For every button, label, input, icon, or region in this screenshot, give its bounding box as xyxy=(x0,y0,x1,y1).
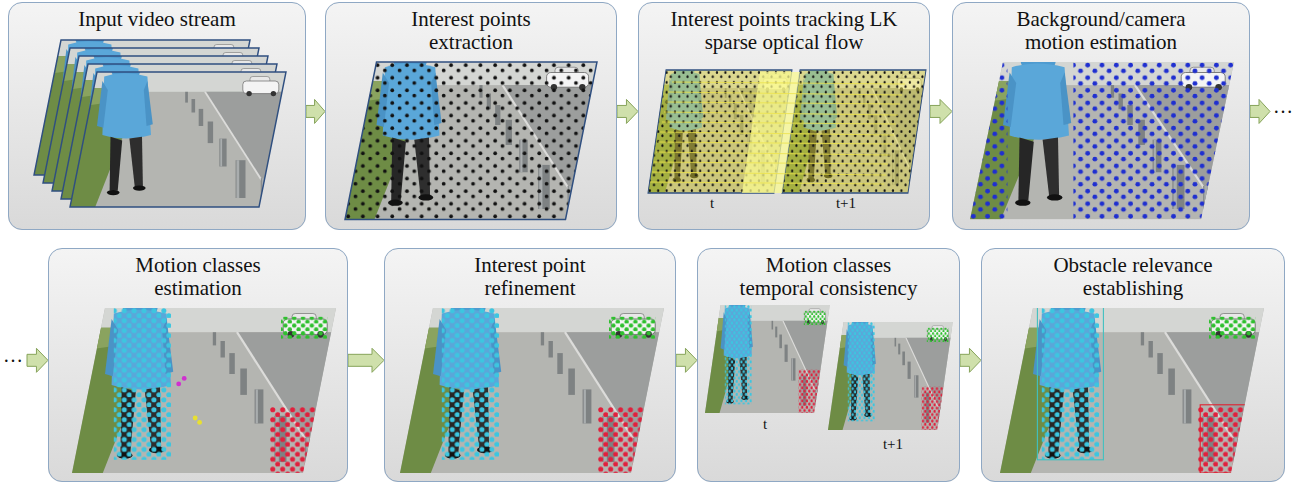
continuation-mark: … xyxy=(1273,96,1293,116)
box-fill xyxy=(8,2,306,230)
box-fill xyxy=(697,248,960,482)
refinement-frame xyxy=(400,290,664,481)
interest-points-frame xyxy=(345,45,597,228)
flow-arrow xyxy=(676,348,697,372)
box-title: Obstacle relevance establishing xyxy=(1033,254,1233,300)
time-label: t xyxy=(763,417,767,432)
process-box: Motion classes estimation xyxy=(48,248,348,482)
box-fill xyxy=(384,248,676,482)
background-motion-frame xyxy=(970,45,1234,228)
box-title: Motion classes temporal consistency xyxy=(734,254,924,300)
continuation-mark: … xyxy=(3,345,23,365)
temporal-frames xyxy=(705,293,953,435)
box-fill xyxy=(952,2,1250,230)
process-box: Input video stream xyxy=(8,2,306,230)
box-title: Interest points extraction xyxy=(386,8,556,54)
box-title: Interest points tracking LK sparse optic… xyxy=(669,8,899,54)
flow-arrow xyxy=(617,99,638,123)
time-label: t+1 xyxy=(883,437,903,452)
time-label: t xyxy=(710,196,714,211)
box-title: Input video stream xyxy=(9,8,305,31)
flow-arrow xyxy=(930,99,952,123)
flow-arrow xyxy=(348,348,384,372)
box-title: Motion classes estimation xyxy=(113,254,283,300)
time-label: t+1 xyxy=(836,196,856,211)
flow-arrow xyxy=(27,99,1270,372)
box-fill xyxy=(638,2,930,230)
box-fill xyxy=(325,2,617,230)
process-box: Interest points extraction xyxy=(325,2,617,230)
process-box: Motion classes temporal consistency xyxy=(697,248,960,482)
process-box: Interest points tracking LK sparse optic… xyxy=(638,2,930,230)
box-fill xyxy=(48,248,348,482)
process-box: Obstacle relevance establishing xyxy=(981,248,1285,482)
motion-classes-frame xyxy=(72,290,336,481)
box-title: Interest point refinement xyxy=(445,254,615,300)
video-frames xyxy=(34,26,286,215)
process-box: Interest point refinement xyxy=(384,248,676,482)
flow-arrow xyxy=(960,348,981,372)
process-box: Background/camera motion estimation xyxy=(952,2,1250,230)
relevance-frame xyxy=(1000,290,1264,481)
flow-arrow xyxy=(306,99,325,123)
tracking-frames xyxy=(648,57,926,200)
box-fill xyxy=(981,248,1285,482)
box-title: Background/camera motion estimation xyxy=(1001,8,1201,54)
